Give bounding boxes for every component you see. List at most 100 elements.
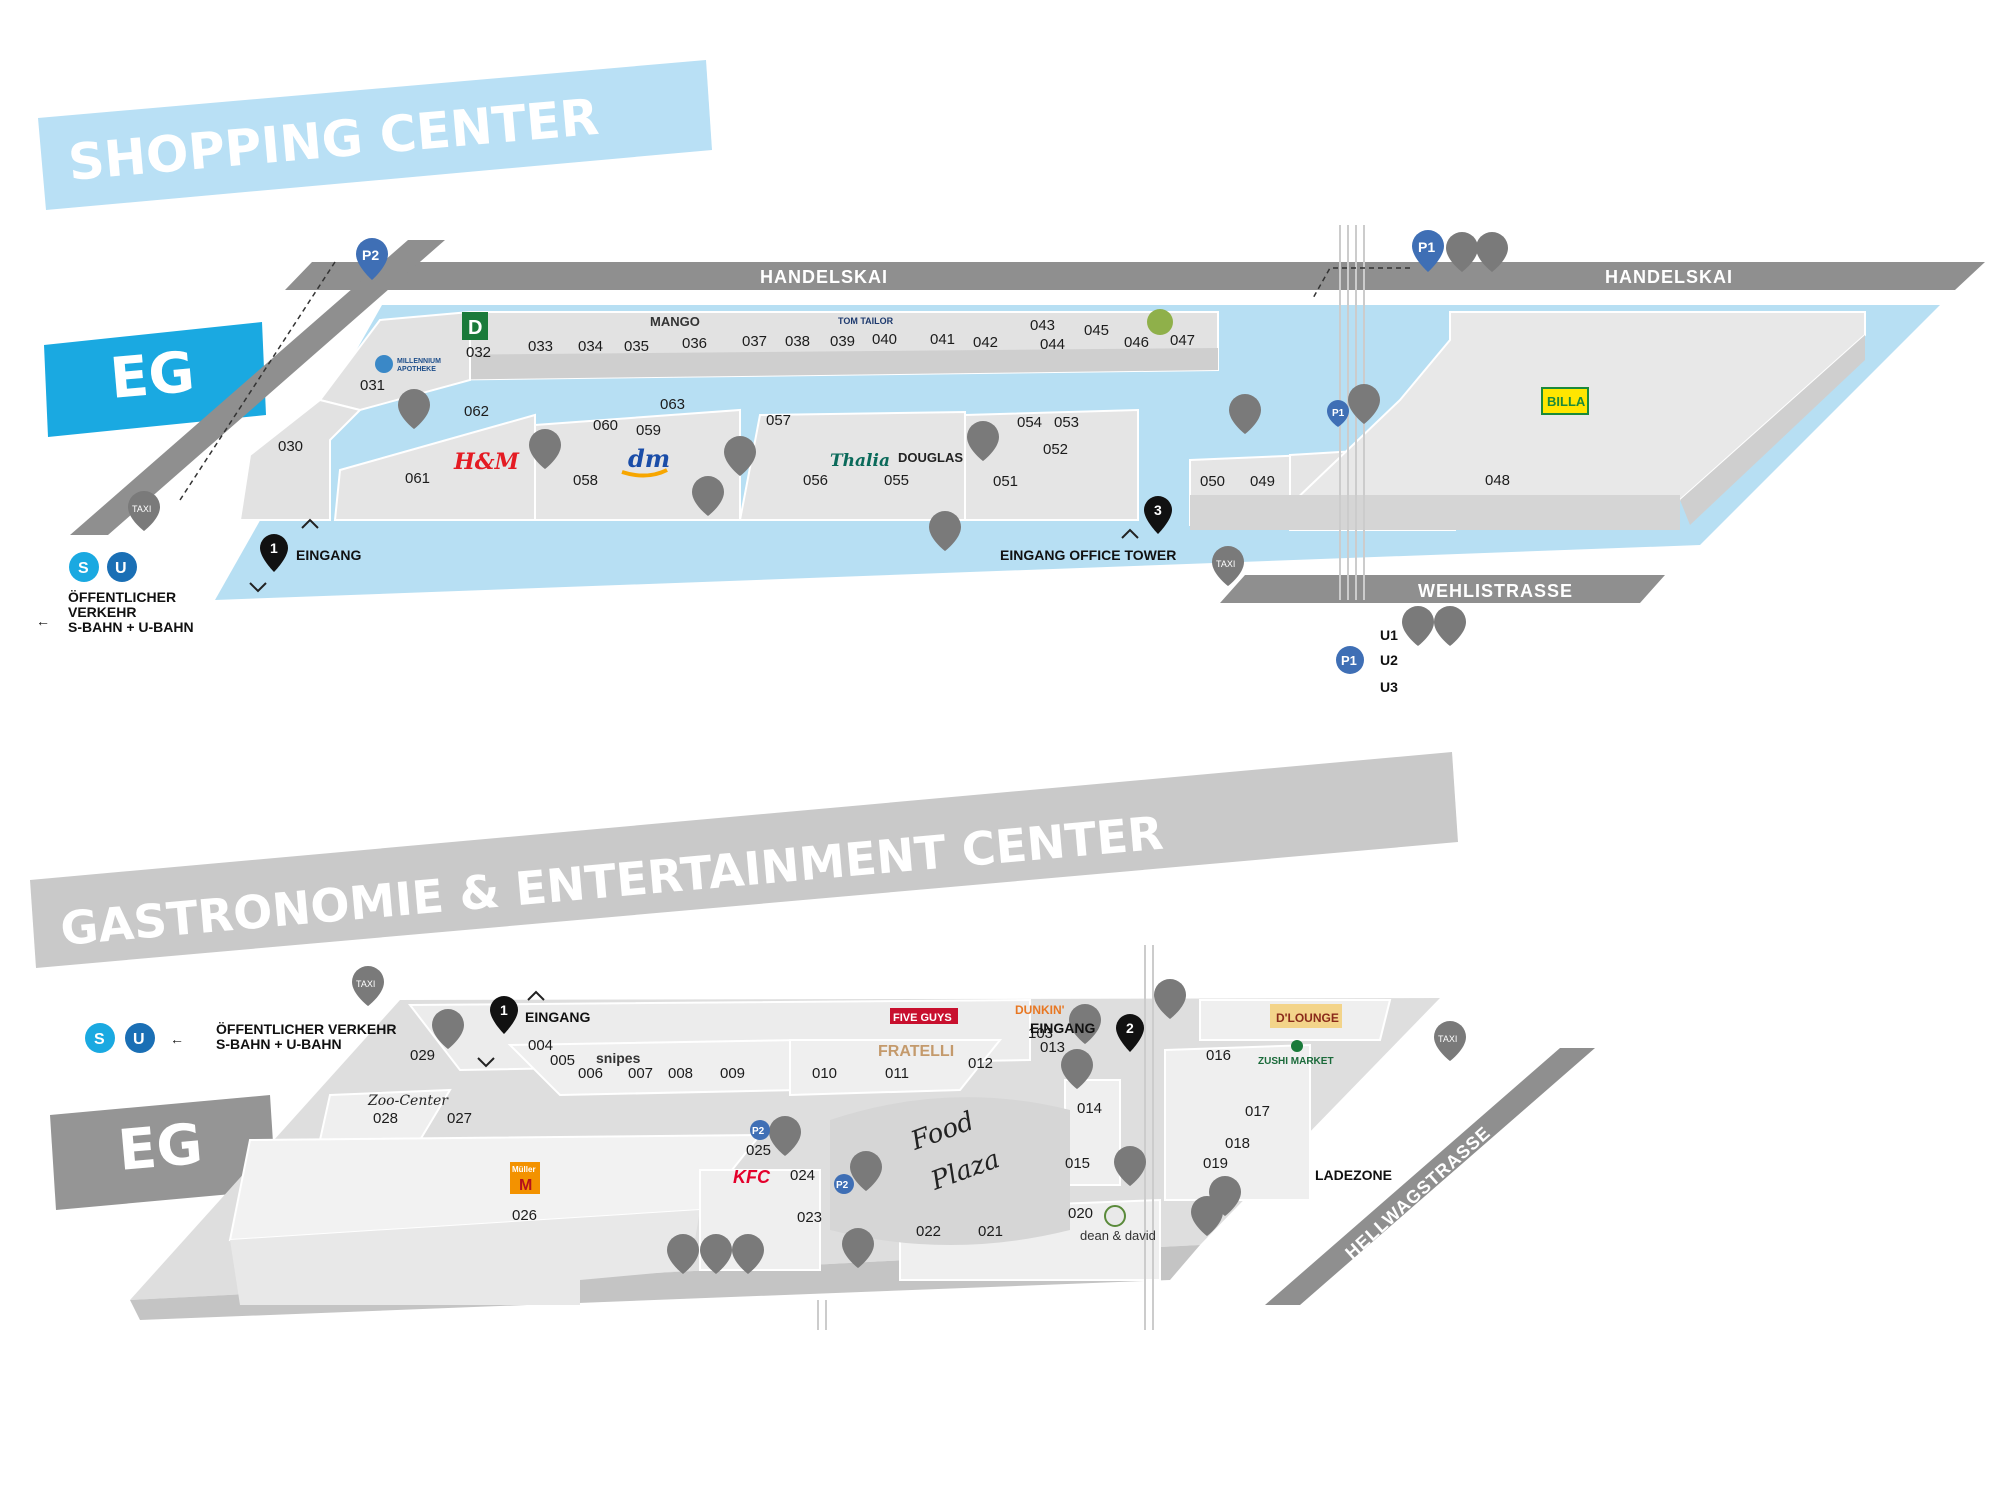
parking-p1-bottom: P1 (1336, 646, 1364, 674)
unit-041: 041 (930, 331, 955, 348)
unit-062: 062 (464, 403, 489, 420)
svg-text:MILLENNIUM: MILLENNIUM (397, 358, 441, 365)
svg-text:S: S (78, 560, 89, 577)
unit-039: 039 (830, 333, 855, 350)
zushi-logo-dot (1291, 1040, 1303, 1052)
dunkin-logo: DUNKIN' (1015, 1003, 1065, 1017)
svg-text:S: S (94, 1031, 105, 1048)
parking-p2-top: P2 (356, 238, 388, 280)
handelskai-label-left: HANDELSKAI (760, 267, 888, 287)
fiveguys-logo (890, 1008, 958, 1024)
u-bahn-icon (107, 552, 137, 582)
unit-049: 049 (1250, 473, 1275, 490)
svg-text:Müller: Müller (512, 1165, 536, 1174)
taxi-pin-bottom-left: TAXI (352, 966, 384, 1006)
svg-text:2: 2 (1126, 1020, 1134, 1036)
wehlistrasse-road (1220, 575, 1665, 603)
unit-038: 038 (785, 333, 810, 350)
unit-035: 035 (624, 338, 649, 355)
svg-text:026: 026 (512, 1207, 537, 1224)
eg-label-top: EG (44, 322, 266, 437)
unit-051: 051 (993, 473, 1018, 490)
entrance-3-label: EINGANG OFFICE TOWER (1000, 547, 1176, 563)
svg-text:014: 014 (1077, 1100, 1102, 1117)
svg-text:018: 018 (1225, 1135, 1250, 1152)
transit-bottom: S U ← ÖFFENTLICHER VERKEHR S-BAHN + U-BA… (85, 1021, 396, 1053)
svg-text:025: 025 (746, 1142, 771, 1159)
transit-top: S U ÖFFENTLICHER VERKEHR S-BAHN + U-BAHN… (36, 261, 1410, 635)
unit-048: 048 (1485, 472, 1510, 489)
parking-p2-bottom-2: P2 (834, 1174, 854, 1194)
transit-arrow: ← (36, 613, 50, 629)
svg-text:FIVE GUYS: FIVE GUYS (893, 1012, 952, 1024)
svg-text:TAXI: TAXI (1438, 1034, 1457, 1044)
unit-036: 036 (682, 335, 707, 352)
snipes-logo: snipes (596, 1050, 641, 1066)
svg-text:D'LOUNGE: D'LOUNGE (1276, 1011, 1339, 1025)
svg-text:013: 013 (1040, 1039, 1065, 1056)
svg-text:009: 009 (720, 1065, 745, 1082)
food-plaza-area (830, 1097, 1070, 1245)
car-icon-2 (1402, 606, 1434, 646)
svg-text:029: 029 (410, 1047, 435, 1064)
unit-031: 031 (360, 377, 385, 394)
apotheke-logo (375, 355, 393, 373)
transit-line2: VERKEHR (68, 604, 136, 620)
parking-p1-floor: P1 (1327, 400, 1349, 427)
svg-text:P1: P1 (1341, 653, 1357, 668)
unit-058: 058 (573, 472, 598, 489)
gastro-banner: GASTRONOMIE & ENTERTAINMENT CENTER (30, 752, 1458, 968)
wehlistrasse-label: WEHLISTRASSE (1418, 581, 1573, 601)
svg-text:024: 024 (790, 1167, 815, 1184)
svg-text:017: 017 (1245, 1103, 1270, 1120)
svg-text:019: 019 (1203, 1155, 1228, 1172)
unit-061: 061 (405, 470, 430, 487)
svg-text:P2: P2 (752, 1126, 765, 1137)
entrance-1-marker: 1 (260, 534, 288, 572)
svg-text:008: 008 (668, 1065, 693, 1082)
fratelli-logo: FRATELLI (878, 1043, 954, 1060)
svg-text:027: 027 (447, 1110, 472, 1127)
s-bahn-icon (69, 552, 99, 582)
svg-text:U: U (115, 560, 127, 577)
svg-text:103: 103 (1028, 1025, 1053, 1042)
taxi-pin-top: TAXI (128, 491, 160, 531)
unit-060: 060 (593, 417, 618, 434)
thalia-logo: Thalia (830, 451, 890, 471)
svg-text:M: M (519, 1177, 532, 1194)
douglas-logo: DOUGLAS (898, 450, 963, 465)
entrances-bottom: 1 EINGANG 2 EINGANG LADEZONE (477, 990, 1392, 1183)
svg-text:U: U (133, 1031, 145, 1048)
unit-042: 042 (973, 334, 998, 351)
unit-033: 033 (528, 338, 553, 355)
gastro-entrance-1-marker: 1 (490, 996, 518, 1034)
entrances-top: 1 EINGANG 3 EINGANG OFFICE TOWER (249, 496, 1176, 593)
svg-text:015: 015 (1065, 1155, 1090, 1172)
zoocenter-logo: Zoo-Center (367, 1093, 449, 1109)
unit-050: 050 (1200, 473, 1225, 490)
deandavid-logo: dean & david (1080, 1228, 1156, 1243)
mango-logo: MANGO (650, 314, 700, 329)
deandavid-icon (1104, 1205, 1126, 1227)
gastro-entrance-2-marker: 2 (1116, 1014, 1144, 1052)
entrance-3-marker: 3 (1144, 496, 1172, 534)
svg-text:P2: P2 (362, 247, 379, 263)
svg-text:TAXI: TAXI (132, 504, 151, 514)
dashed-route-left (179, 261, 336, 501)
svg-text:011: 011 (885, 1065, 909, 1082)
svg-text:020: 020 (1068, 1205, 1093, 1222)
shop-unit-numbers: 032 033 034 035 036 037 038 039 040 041 … (278, 317, 1510, 490)
parking-p2-bottom: P2 (750, 1120, 770, 1140)
dlounge-logo (1270, 1004, 1342, 1028)
billa-logo (1541, 387, 1589, 415)
hm-logo: H&M (453, 449, 520, 475)
svg-text:016: 016 (1206, 1047, 1231, 1064)
eg-top-text: EG (108, 340, 198, 412)
svg-text:P1: P1 (1418, 239, 1435, 255)
svg-text:021: 021 (978, 1223, 1003, 1240)
svg-text:010: 010 (812, 1065, 837, 1082)
unit-056: 056 (803, 472, 828, 489)
level-u1: U1 (1380, 627, 1398, 643)
deichmann-logo (462, 312, 488, 340)
